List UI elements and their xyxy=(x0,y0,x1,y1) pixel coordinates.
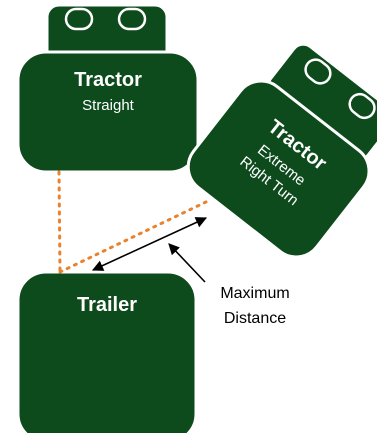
trailer-body xyxy=(16,270,198,433)
annotation-line2: Distance xyxy=(224,310,286,327)
maximum-distance-arrow xyxy=(91,217,208,271)
tractor-turn: Tractor Extreme Right Turn xyxy=(186,42,377,259)
tractor-turn-body xyxy=(186,79,371,259)
trailer-title: Trailer xyxy=(77,294,137,316)
annotation-line1: Maximum xyxy=(220,285,289,302)
connector-turn xyxy=(58,200,208,274)
exhaust-stack-right xyxy=(117,7,147,31)
tractor-straight-title: Tractor xyxy=(74,69,142,91)
tractor-straight: Tractor Straight xyxy=(16,3,200,174)
trailer: Trailer xyxy=(16,270,198,433)
turn-exhaust-stack-right xyxy=(348,92,376,120)
turn-exhaust-stack-left xyxy=(304,58,332,85)
callout-arrow xyxy=(168,243,206,283)
tractor-straight-subtitle: Straight xyxy=(82,97,135,114)
connector-straight xyxy=(57,170,62,274)
exhaust-stack-left xyxy=(64,7,94,31)
tractor-straight-body xyxy=(16,50,200,174)
